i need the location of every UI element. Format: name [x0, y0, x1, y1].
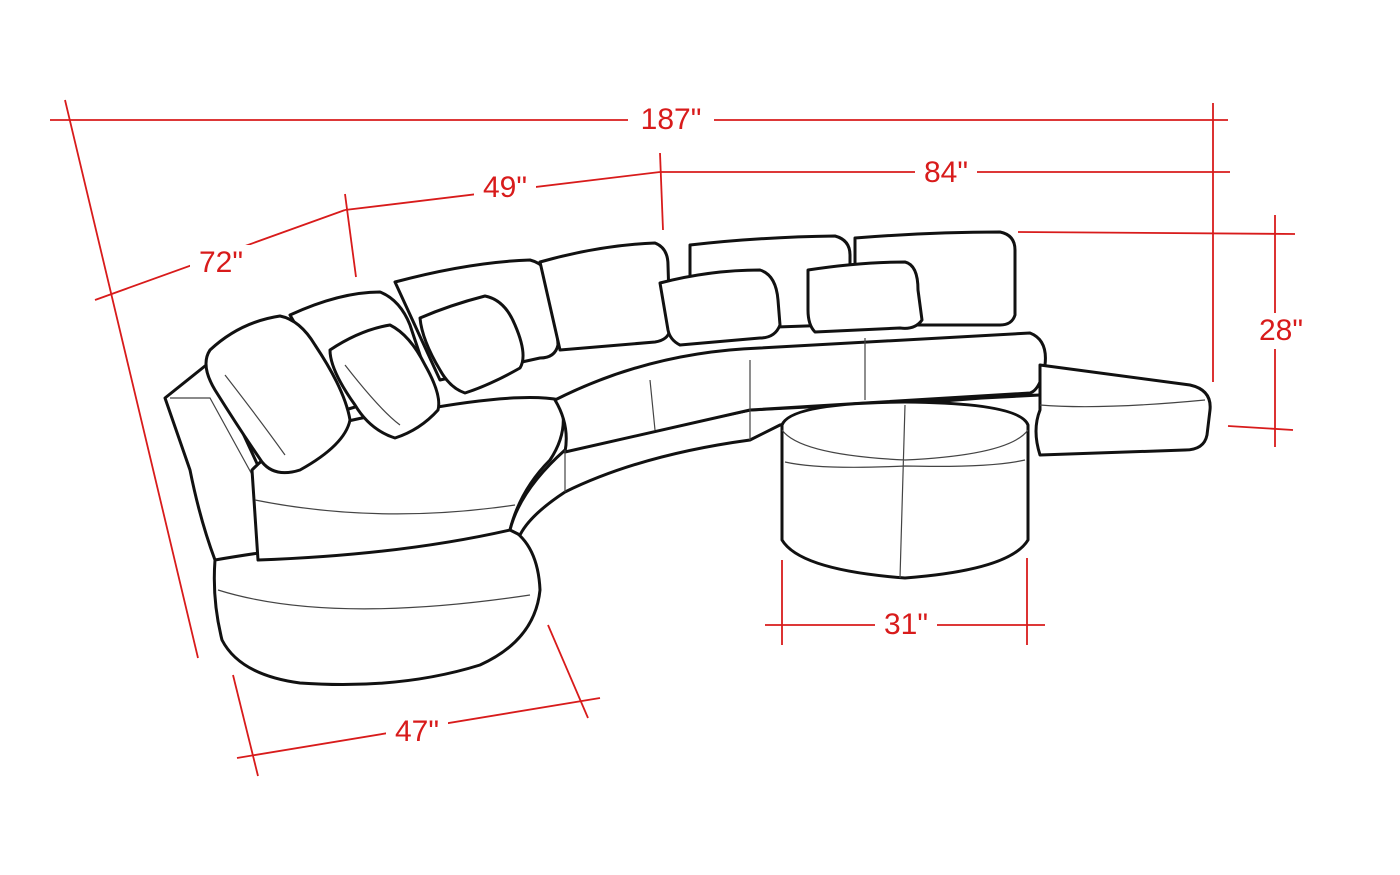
- overall-width-label: 187": [641, 103, 702, 136]
- right-chaise: [1034, 363, 1212, 457]
- pillow: [658, 268, 782, 347]
- pillow: [806, 260, 924, 334]
- height-label: 28": [1259, 314, 1303, 347]
- left-diagonal-label: 72": [199, 246, 243, 279]
- right-section-label: 84": [924, 156, 968, 189]
- ottoman-diameter-label: 31": [884, 608, 928, 641]
- chaise-width-label: 47": [395, 715, 439, 748]
- sofa-drawing: [163, 230, 1212, 687]
- pillow: [418, 294, 525, 395]
- pillow: [204, 314, 352, 475]
- dimension-labels: 187" 84" 49" 72" 28" 31" 47": [190, 102, 1312, 750]
- back-cushion: [538, 241, 672, 352]
- middle-seats: [553, 331, 1047, 454]
- ottoman: [780, 400, 1030, 580]
- pillow: [328, 323, 441, 440]
- middle-section-label: 49": [483, 171, 527, 204]
